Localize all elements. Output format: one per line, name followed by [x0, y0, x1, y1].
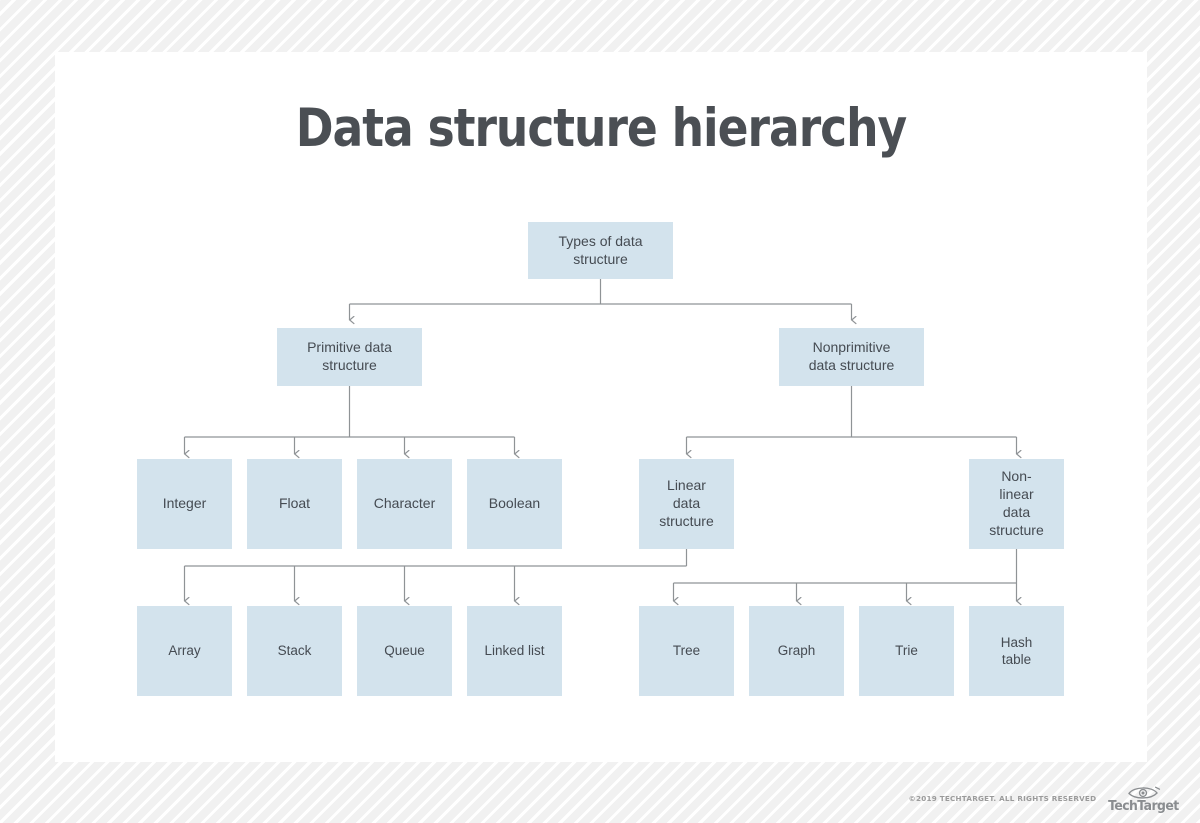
- copyright-text: ©2019 TECHTARGET. ALL RIGHTS RESERVED: [908, 793, 1097, 803]
- techtarget-wordmark: TechTarget: [1108, 797, 1179, 814]
- techtarget-logo: TechTarget: [1105, 784, 1182, 814]
- node-trie[interactable]: Trie: [859, 606, 954, 696]
- node-integer[interactable]: Integer: [137, 459, 232, 549]
- node-queue[interactable]: Queue: [357, 606, 452, 696]
- node-types-of-data-structure[interactable]: Types of data structure: [528, 222, 673, 279]
- node-linked-list[interactable]: Linked list: [467, 606, 562, 696]
- footer: ©2019 TECHTARGET. ALL RIGHTS RESERVED Te…: [909, 784, 1182, 814]
- node-nonprimitive-data-structure[interactable]: Nonprimitive data structure: [779, 328, 924, 386]
- node-graph[interactable]: Graph: [749, 606, 844, 696]
- node-tree[interactable]: Tree: [639, 606, 734, 696]
- node-float[interactable]: Float: [247, 459, 342, 549]
- node-array[interactable]: Array: [137, 606, 232, 696]
- node-linear-data-structure[interactable]: Linear data structure: [639, 459, 734, 549]
- node-primitive-data-structure[interactable]: Primitive data structure: [277, 328, 422, 386]
- eye-icon: [1127, 786, 1160, 799]
- node-boolean[interactable]: Boolean: [467, 459, 562, 549]
- node-stack[interactable]: Stack: [247, 606, 342, 696]
- node-character[interactable]: Character: [357, 459, 452, 549]
- page-title: Data structure hierarchy: [295, 98, 908, 159]
- content-card: Data structure hierarchy: [55, 52, 1147, 762]
- node-non-linear-data-structure[interactable]: Non- linear data structure: [969, 459, 1064, 549]
- node-hash-table[interactable]: Hash table: [969, 606, 1064, 696]
